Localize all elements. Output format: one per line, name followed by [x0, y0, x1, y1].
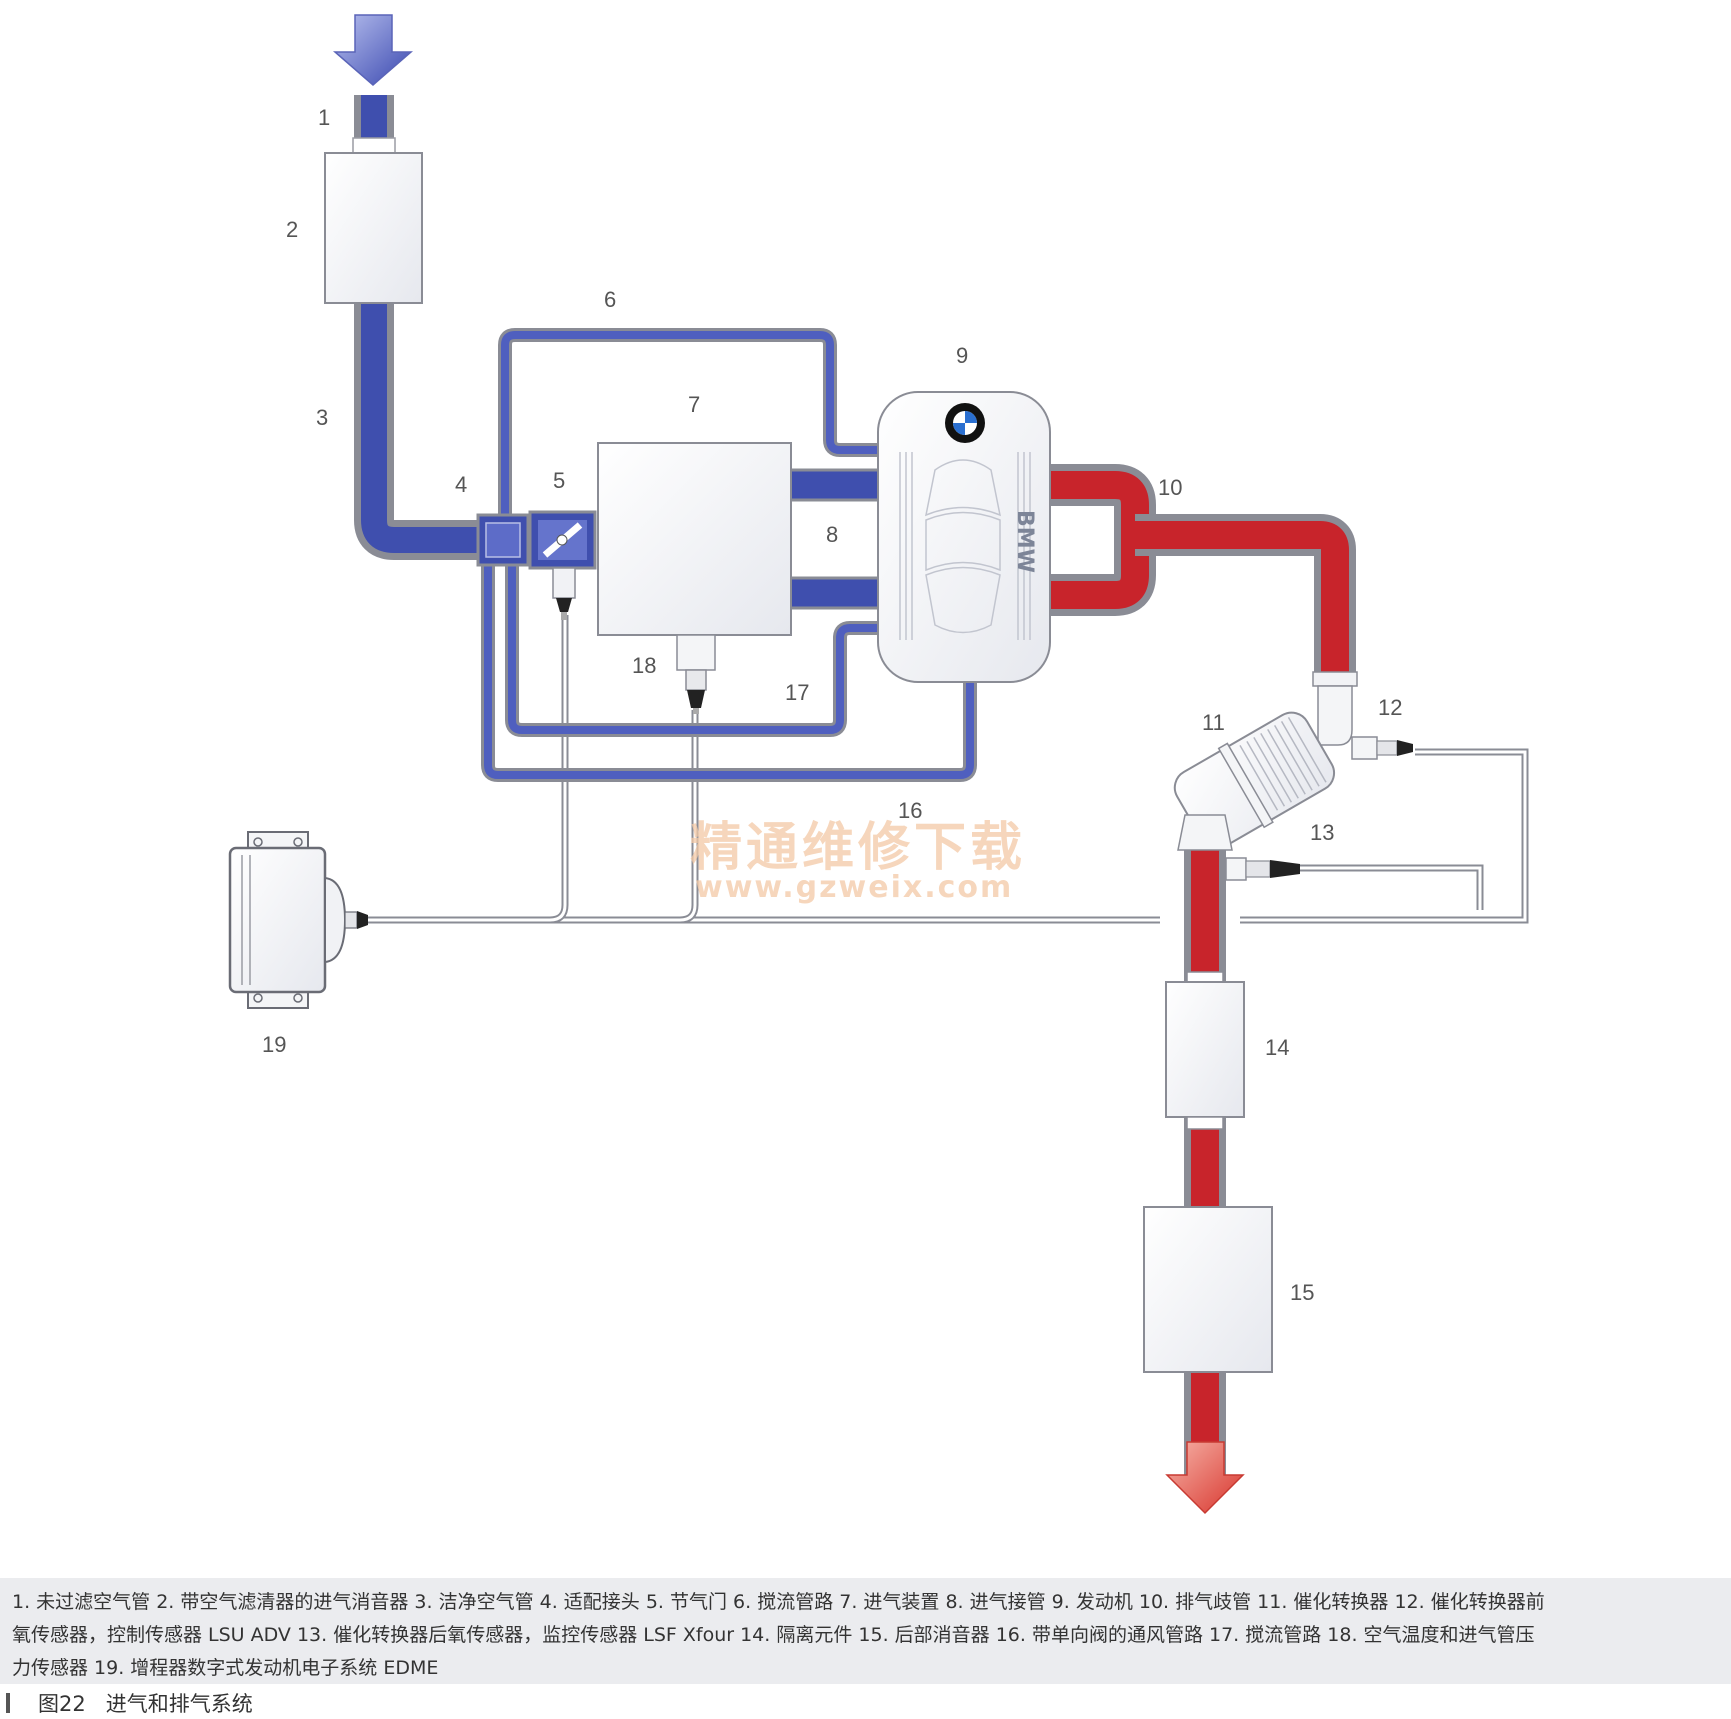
vent-pipes — [481, 328, 977, 782]
legend-line-2: 氧传感器，控制传感器 LSU ADV 13. 催化转换器后氧传感器，监控传感器 … — [12, 1624, 1535, 1646]
catalyst-inlet-elbow — [1312, 671, 1413, 760]
callout-10: 10 — [1158, 475, 1182, 500]
sensor-wiring — [360, 615, 1529, 924]
intake-plenum — [597, 442, 792, 636]
callout-16: 16 — [898, 798, 922, 823]
callout-8: 8 — [826, 522, 838, 547]
intake-stubs — [788, 468, 892, 610]
adapter — [476, 513, 530, 567]
callout-4: 4 — [455, 472, 467, 497]
figure-title: 图22 进气和排气系统 — [0, 1688, 600, 1718]
legend-line-3: 力传感器 19. 增程器数字式发动机电子系统 EDME — [12, 1657, 439, 1679]
catalytic-converter — [1173, 711, 1336, 850]
callout-5: 5 — [553, 468, 565, 493]
callout-2: 2 — [286, 217, 298, 242]
intake-pipes — [354, 95, 480, 560]
watermark-title: 精通维修下载 — [690, 818, 1026, 878]
intake-air-temp-pressure-sensor — [676, 634, 716, 714]
catalyst-outlet-elbow — [1177, 814, 1233, 851]
callout-12: 12 — [1378, 695, 1402, 720]
throttle — [528, 510, 597, 620]
callout-11: 11 — [1202, 710, 1225, 735]
callout-1: 1 — [318, 105, 330, 130]
legend-line-1: 1. 未过滤空气管 2. 带空气滤清器的进气消音器 3. 洁净空气管 4. 适配… — [12, 1591, 1545, 1613]
range-extender-dme-unit — [228, 831, 368, 1009]
bmw-logo-icon — [945, 403, 985, 443]
rear-silencer — [1143, 1206, 1273, 1373]
figure-number: 图22 — [38, 1692, 86, 1716]
watermark-url: www.gzweix.com — [695, 870, 1013, 905]
callout-7: 7 — [688, 392, 700, 417]
post-catalyst-oxygen-sensor — [1225, 857, 1300, 881]
callout-6: 6 — [604, 287, 616, 312]
engine: BMW — [877, 391, 1051, 683]
callout-14: 14 — [1265, 1035, 1289, 1060]
title-marker — [6, 1693, 10, 1713]
callout-9: 9 — [956, 343, 968, 368]
callout-3: 3 — [316, 405, 328, 430]
callout-15: 15 — [1290, 1280, 1314, 1305]
figure-legend: 1. 未过滤空气管 2. 带空气滤清器的进气消音器 3. 洁净空气管 4. 适配… — [0, 1578, 1731, 1684]
callout-19: 19 — [262, 1032, 286, 1057]
callout-18: 18 — [632, 653, 656, 678]
exhaust-out-arrow-icon — [1165, 1441, 1245, 1515]
engine-badge: BMW — [1012, 510, 1037, 573]
isolating-element — [1165, 971, 1245, 1130]
air-in-arrow-icon — [332, 14, 414, 86]
exhaust-manifold — [1045, 464, 1356, 672]
callout-17: 17 — [785, 680, 809, 705]
intake-silencer — [324, 152, 423, 304]
figure-title-text: 进气和排气系统 — [105, 1692, 253, 1716]
callout-numbers: 1 2 3 4 5 6 7 8 9 10 11 12 13 14 15 16 1… — [262, 105, 1402, 1305]
callout-13: 13 — [1310, 820, 1334, 845]
